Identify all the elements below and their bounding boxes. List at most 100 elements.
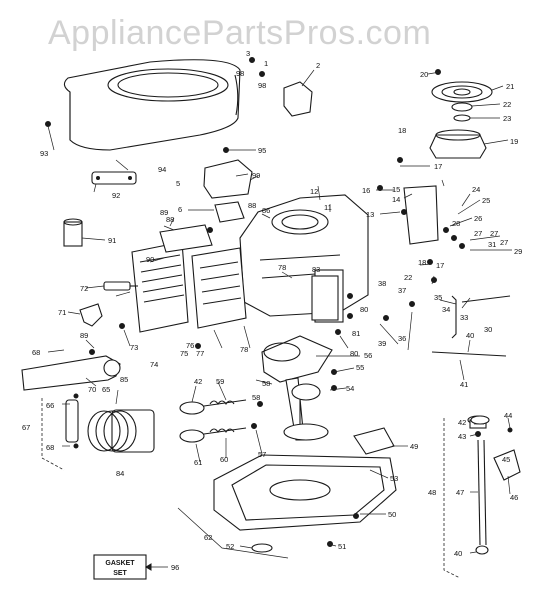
- callout-95: 95: [258, 146, 266, 155]
- callout-65: 65: [102, 385, 110, 394]
- callout-89: 89: [80, 331, 88, 340]
- callout-75: 75: [180, 349, 188, 358]
- callout-53: 53: [390, 474, 398, 483]
- callout-37: 37: [398, 286, 406, 295]
- part-71: [79, 303, 103, 327]
- callout-16: 16: [362, 186, 370, 195]
- callout-91: 91: [108, 236, 116, 245]
- callout-31: 31: [488, 240, 496, 249]
- callout-42-b: 42: [458, 418, 466, 427]
- wrist-pin: [65, 399, 79, 443]
- callout-40-b: 40: [454, 549, 462, 558]
- callout-14: 14: [392, 195, 400, 204]
- callout-68: 68: [32, 348, 40, 357]
- part-83: [311, 275, 339, 321]
- callout-68-b: 68: [46, 443, 54, 452]
- control-bracket: [403, 185, 439, 245]
- bracket-part: [283, 81, 313, 117]
- callout-38: 38: [378, 279, 386, 288]
- callout-47: 47: [456, 488, 464, 497]
- callout-43: 43: [458, 432, 466, 441]
- callout-67: 67: [22, 423, 30, 432]
- flywheel-part: [429, 129, 487, 159]
- callout-17: 17: [434, 162, 442, 171]
- callout-13: 13: [366, 210, 374, 219]
- callout-72: 72: [80, 284, 88, 293]
- recoil-starter: [431, 81, 493, 122]
- callout-84: 84: [116, 469, 124, 478]
- callout-12: 12: [310, 187, 318, 196]
- callout-41: 41: [460, 380, 468, 389]
- callout-33: 33: [460, 313, 468, 322]
- callout-23: 23: [503, 114, 511, 123]
- group-bracket-33: [451, 295, 457, 339]
- part-5: [203, 159, 253, 199]
- callout-77: 77: [196, 349, 204, 358]
- oil-sump: [213, 454, 397, 531]
- callout-25: 25: [482, 196, 490, 205]
- callout-27: 27: [490, 229, 498, 238]
- callout-88-b: 88: [248, 201, 256, 210]
- camshaft: [283, 383, 329, 441]
- callout-6: 6: [178, 205, 182, 214]
- leader-lines: [47, 57, 512, 554]
- callout-88: 88: [166, 215, 174, 224]
- valve-assembly: [179, 399, 247, 443]
- callout-numbers: 93 94 92 91 95 5 99 6 2 3 98 1 98 20 21 …: [22, 49, 522, 558]
- callout-99: 99: [252, 171, 260, 180]
- callout-3: 3: [246, 49, 250, 58]
- callout-85: 85: [120, 375, 128, 384]
- callout-92: 92: [112, 191, 120, 200]
- connecting-rod: [21, 355, 121, 391]
- callout-71: 71: [58, 308, 66, 317]
- callout-51: 51: [338, 542, 346, 551]
- callout-44: 44: [504, 411, 512, 420]
- group-bracket-67: [41, 398, 65, 471]
- callout-79: 78: [278, 263, 286, 272]
- callout-34: 34: [442, 305, 450, 314]
- group-lines-62: [177, 507, 289, 559]
- callout-80: 80: [350, 349, 358, 358]
- callout-58: 58: [262, 379, 270, 388]
- callout-93: 93: [40, 149, 48, 158]
- callout-50: 50: [388, 510, 396, 519]
- callout-61: 61: [194, 458, 202, 467]
- part-6: [214, 201, 245, 223]
- callout-59: 59: [216, 377, 224, 386]
- callout-78: 78: [240, 345, 248, 354]
- callout-40: 40: [466, 331, 474, 340]
- callout-55: 55: [356, 363, 364, 372]
- callout-94: 94: [158, 165, 166, 174]
- callout-70: 70: [88, 385, 96, 394]
- callout-56: 56: [364, 351, 372, 360]
- gasket-set-line2: SET: [113, 570, 127, 577]
- callout-76: 76: [186, 341, 194, 350]
- callout-74: 74: [150, 360, 158, 369]
- callout-46: 46: [510, 493, 518, 502]
- part-92: [91, 171, 137, 185]
- callout-15: 15: [392, 185, 400, 194]
- piston-assembly: [87, 409, 155, 453]
- callout-81: 81: [352, 329, 360, 338]
- callout-20: 20: [420, 70, 428, 79]
- callout-24: 24: [472, 185, 480, 194]
- callout-45: 45: [502, 455, 510, 464]
- callout-27-b: 27: [500, 238, 508, 247]
- callout-2: 2: [316, 61, 320, 70]
- blower-housing: [63, 59, 241, 151]
- group-bracket-48: [443, 418, 461, 579]
- callout-48: 48: [428, 488, 436, 497]
- callout-83: 83: [312, 265, 320, 274]
- callout-54: 54: [346, 384, 354, 393]
- callout-49: 49: [410, 442, 418, 451]
- gasket-set-callout: 96: [171, 563, 179, 572]
- engine-block: [239, 194, 369, 323]
- part-91: [63, 218, 83, 247]
- callout-90: 90: [146, 255, 154, 264]
- callout-73: 73: [130, 343, 138, 352]
- bracket-45: [493, 449, 521, 481]
- callout-22: 22: [503, 100, 511, 109]
- callout-66: 66: [46, 401, 54, 410]
